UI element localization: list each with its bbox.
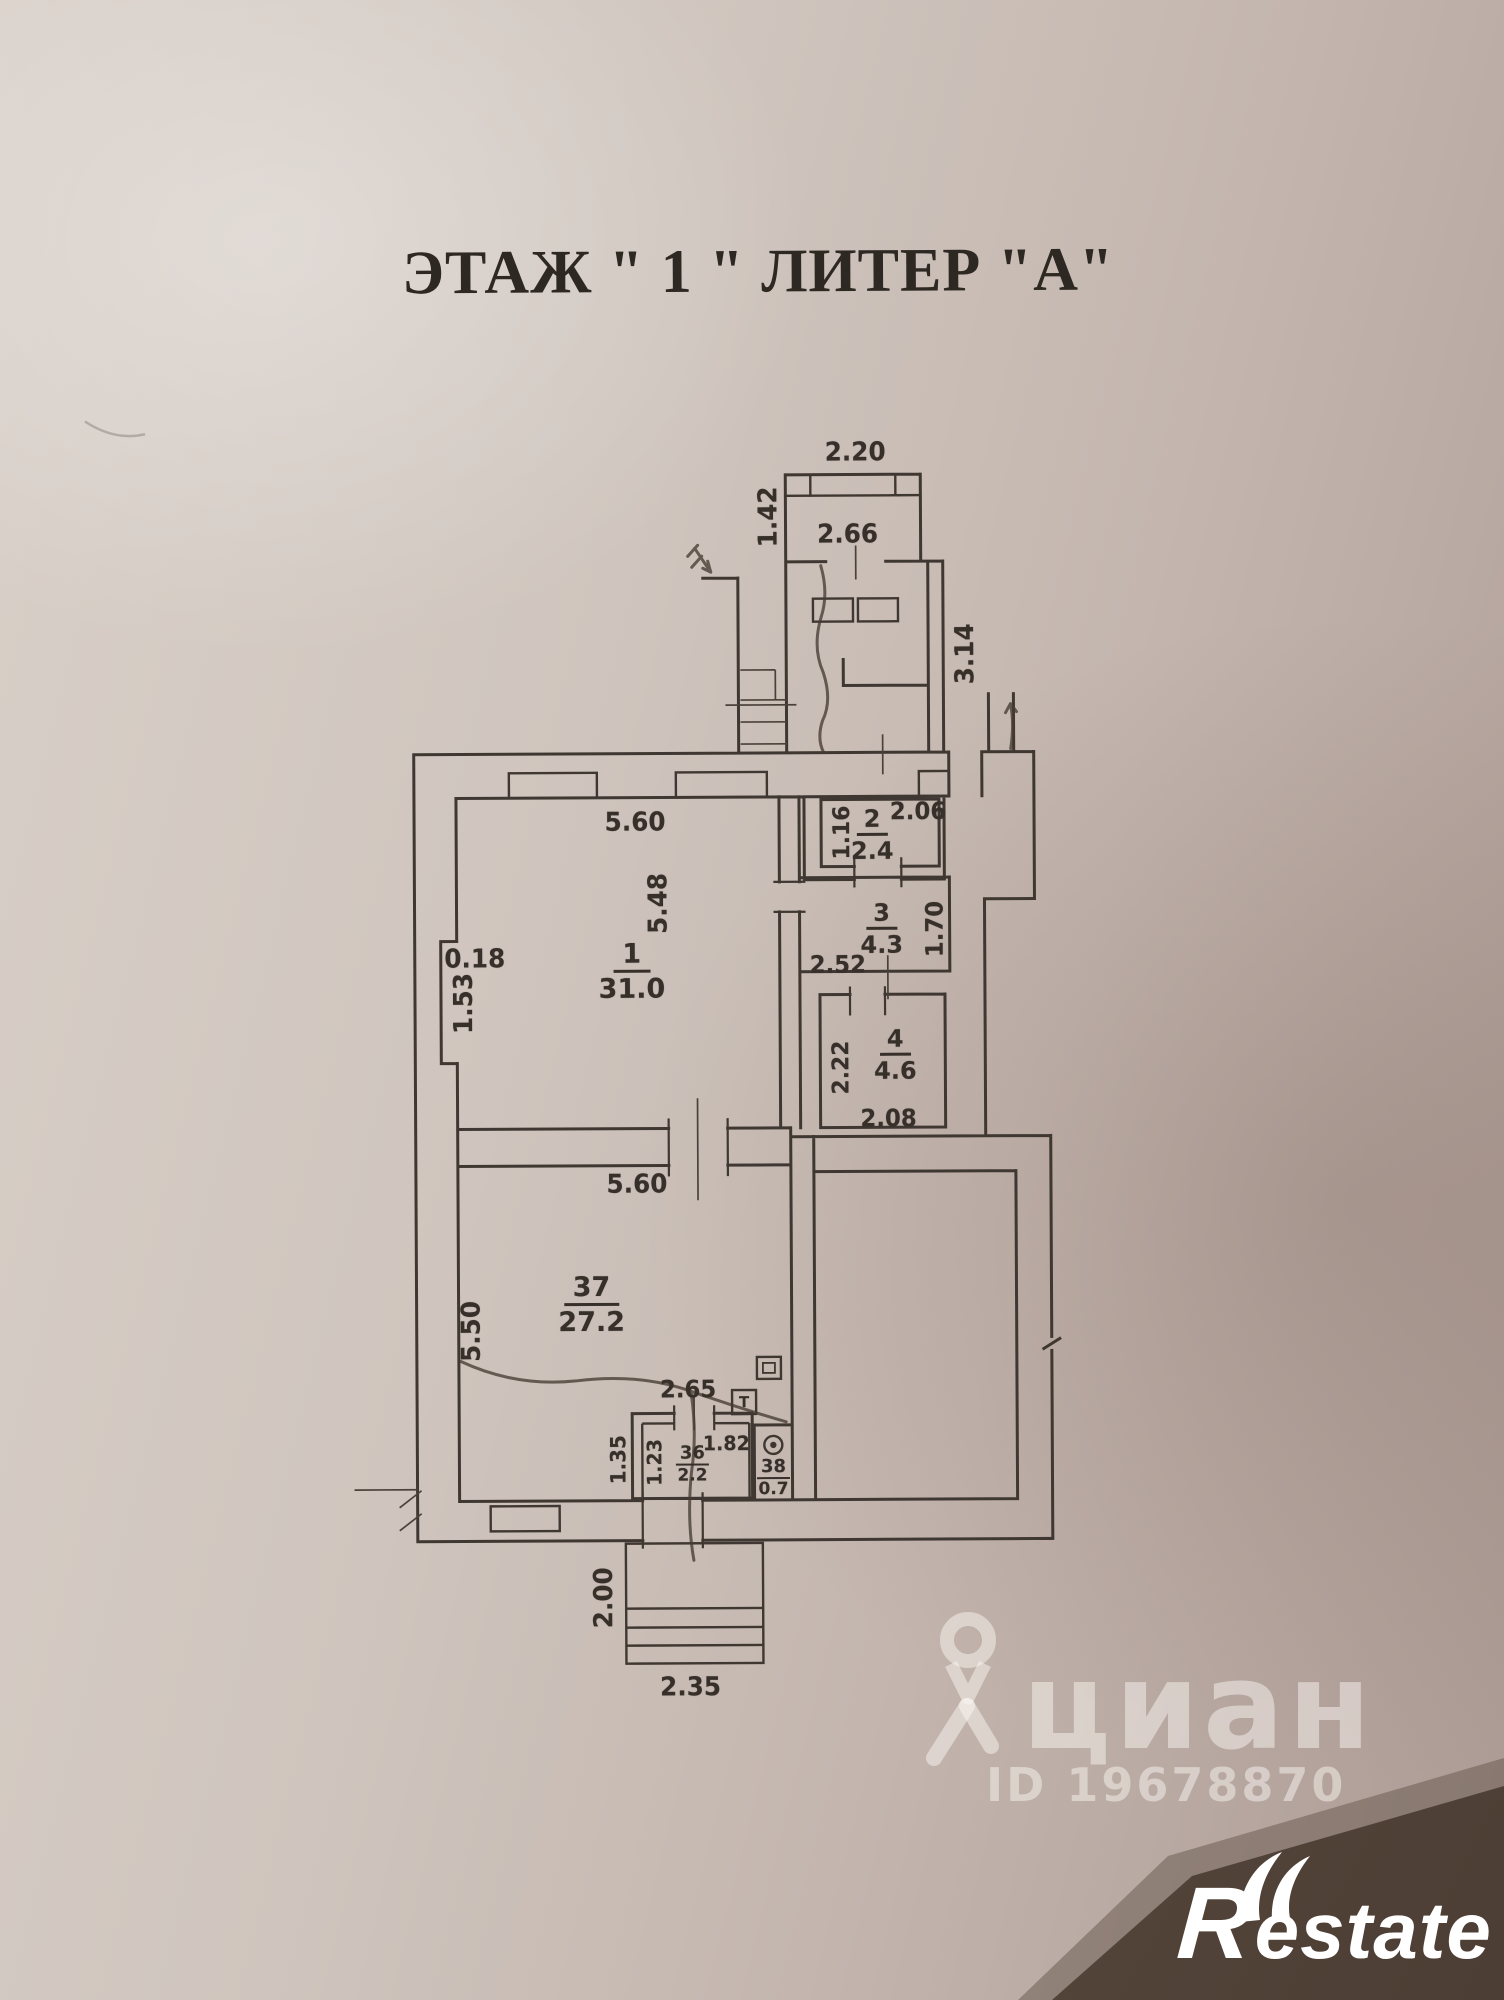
dim-label: 5.60: [604, 807, 666, 838]
dim-label: 1.70: [920, 900, 949, 958]
watermark-brand: циан: [1022, 1638, 1375, 1777]
room-label-3: 3 4.3: [860, 899, 904, 960]
room-label-36: 36 2.2: [675, 1442, 709, 1486]
room-number: 37: [563, 1272, 620, 1307]
dim-label: 2.52: [809, 950, 867, 979]
room-number: 2: [856, 805, 888, 837]
dim-label: 2.65: [659, 1375, 717, 1404]
pen-marks: [459, 543, 1018, 1562]
room-label-38: 38 0.7: [756, 1456, 791, 1500]
restate-logo: Restate: [1174, 1852, 1492, 1980]
watermark-id: ID 19678870: [986, 1758, 1347, 1812]
room-number: 4: [879, 1025, 911, 1057]
dim-label: 1.42: [753, 486, 784, 548]
room-area: 31.0: [598, 973, 666, 1006]
dim-label: 2.22: [828, 1040, 855, 1095]
dim-label: 2.08: [860, 1104, 917, 1133]
room-number: 3: [866, 899, 897, 931]
dim-label: 3.14: [950, 623, 981, 685]
room-area: 4.3: [860, 930, 904, 960]
dim-label: 1.53: [448, 972, 480, 1035]
dimension-lines: [354, 545, 889, 1532]
cian-pin-icon: [926, 1612, 999, 1766]
room-label-4: 4 4.6: [874, 1025, 917, 1086]
room-number: 1: [613, 939, 651, 974]
dim-label: 1.82: [702, 1431, 750, 1456]
dim-label: 5.50: [456, 1300, 487, 1363]
dim-label: 2.20: [824, 437, 886, 468]
restate-swoosh-icon: [1239, 1852, 1310, 1922]
dim-label: 5.60: [606, 1169, 668, 1200]
room-number: 36: [675, 1442, 709, 1466]
room-area: 27.2: [558, 1307, 626, 1339]
room-label-37: 37 27.2: [558, 1272, 626, 1340]
windows-and-doors: [489, 473, 951, 1665]
room-label-1: 1 31.0: [598, 939, 666, 1007]
room-area: 2.4: [850, 836, 894, 866]
dim-label: 2.00: [588, 1567, 620, 1629]
room-area: 2.2: [677, 1465, 708, 1486]
dim-label: 1.35: [606, 1435, 631, 1485]
dim-label: 2.66: [817, 519, 879, 550]
dim-label: 5.48: [643, 872, 674, 935]
tank-symbol-label: Т: [738, 1393, 750, 1412]
logo-text-estate: estate: [1254, 1886, 1492, 1975]
room-label-2: 2 2.4: [850, 805, 894, 866]
room-area: 0.7: [758, 1478, 789, 1500]
door-ticks: [641, 857, 903, 1549]
paper-scratch: [84, 420, 146, 438]
logo-letter-r: R: [1174, 1866, 1256, 1980]
room-number: 38: [756, 1456, 791, 1480]
room-area: 4.6: [874, 1056, 917, 1086]
dim-label: 1.23: [642, 1439, 667, 1487]
dim-label: 0.18: [444, 944, 506, 975]
dim-label: 2.06: [889, 796, 947, 826]
dim-label: 2.35: [660, 1672, 722, 1703]
